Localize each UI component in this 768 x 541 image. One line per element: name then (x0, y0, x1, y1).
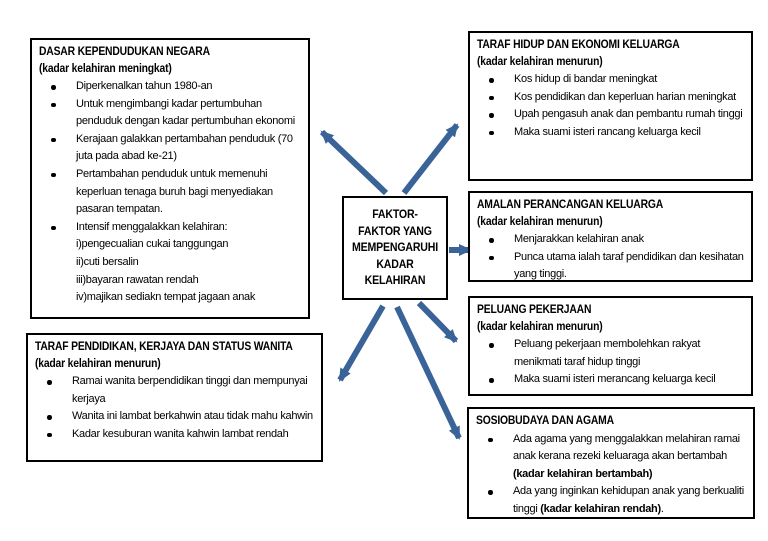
bullet-item: Diperkenalkan tahun 1980-an (51, 78, 302, 96)
box-title: DASAR KEPENDUDUKAN NEGARA (39, 46, 210, 58)
arrow-to-taraf-hidup-box (401, 123, 460, 195)
arrow-to-peluang-box (416, 300, 459, 344)
bullet-item: Ramai wanita berpendidikan tinggi dan me… (47, 373, 315, 408)
box-subtitle: (kadar kelahiran menurun) (477, 215, 603, 228)
box-title: TARAF HIDUP DAN EKONOMI KELUARGA (477, 39, 680, 51)
bullet-text: Punca utama ialah taraf pendidikan dan k… (514, 250, 744, 281)
box-peluang-pekerjaan: PELUANG PEKERJAAN (kadar kelahiran menur… (468, 296, 753, 396)
arrow-to-pendidikan-box (337, 304, 386, 382)
box-dasar-kependudukan-negara: DASAR KEPENDUDUKAN NEGARA (kadar kelahir… (30, 38, 310, 319)
bullet-item: Ada agama yang menggalakkan melahiran ra… (488, 431, 747, 484)
bullet-text: Kos pendidikan dan keperluan harian meni… (514, 90, 736, 103)
box-subtitle: (kadar kelahiran menurun) (35, 357, 161, 370)
bullet-item: Kerajaan galakkan pertambahan penduduk (… (51, 131, 302, 166)
box-subtitle: (kadar kelahiran menurun) (477, 55, 603, 68)
bullet-text: Ramai wanita berpendidikan tinggi dan me… (72, 375, 308, 405)
bullet-text: Pertambahan penduduk untuk memenuhi kepe… (76, 167, 273, 216)
box-amalan-perancangan-keluarga: AMALAN PERANCANGAN KELUARGA (kadar kelah… (468, 191, 753, 282)
box-taraf-pendidikan-kerjaya-status-wanita: TARAF PENDIDIKAN, KERJAYA DAN STATUS WAN… (26, 333, 323, 462)
bullet-text: . (660, 502, 664, 515)
center-topic-line: FAKTOR YANG (358, 225, 432, 238)
bullet-text: Kadar kesuburan wanita kahwin lambat ren… (72, 427, 289, 440)
bullet-sub-line: iv)majikan sediakn tempat jagaan anak (76, 291, 256, 304)
bullet-text: Peluang pekerjaan membolehkan rakyat men… (514, 338, 701, 368)
bullet-item: Intensif menggalakkan kelahiran: i)pengec… (51, 219, 302, 307)
arrow-to-sosio-box (394, 305, 462, 440)
center-topic-line: KADAR (376, 258, 414, 271)
bullet-sub-line: ii)cuti bersalin (76, 255, 139, 268)
bullet-bold-note: (kadar kelahiran rendah) (540, 502, 661, 515)
bullet-list: Ramai wanita berpendidikan tinggi dan me… (35, 373, 317, 443)
bullet-item: Menjarakkan kelahiran anak (489, 231, 745, 249)
bullet-text: Untuk mengimbangi kadar pertumbuhan pend… (76, 97, 295, 128)
arrow-to-dasar-box (319, 129, 389, 196)
bullet-item: Kadar kesuburan wanita kahwin lambat ren… (47, 426, 315, 444)
bullet-text: Upah pengasuh anak dan pembantu rumah ti… (514, 108, 743, 121)
bullet-item: Wanita ini lambat berkahwin atau tidak m… (47, 408, 315, 426)
bullet-item: Peluang pekerjaan membolehkan rakyat men… (489, 336, 745, 371)
center-topic-line: FAKTOR- (372, 209, 418, 221)
bullet-item: Pertambahan penduduk untuk memenuhi kepe… (51, 166, 302, 219)
bullet-text: Wanita ini lambat berkahwin atau tidak m… (72, 410, 313, 423)
box-title: SOSIOBUDAYA DAN AGAMA (476, 415, 614, 427)
bullet-list: Ada agama yang menggalakkan melahiran ra… (476, 431, 749, 519)
center-topic-line: KELAHIRAN (364, 275, 426, 287)
center-topic-line: MEMPENGARUHI (352, 242, 438, 254)
bullet-item: Punca utama ialah taraf pendidikan dan k… (489, 249, 745, 284)
bullet-item: Kos hidup di bandar meningkat (489, 71, 745, 89)
box-sosiobudaya-dan-agama: SOSIOBUDAYA DAN AGAMA Ada agama yang men… (467, 407, 755, 519)
bullet-item: Maka suami isteri merancang keluarga kec… (489, 371, 745, 389)
bullet-item: Untuk mengimbangi kadar pertumbuhan pend… (51, 96, 302, 131)
bullet-list: Peluang pekerjaan membolehkan rakyat men… (477, 336, 747, 389)
box-taraf-hidup-ekonomi-keluarga: TARAF HIDUP DAN EKONOMI KELUARGA (kadar … (468, 31, 753, 181)
bullet-item: Ada yang inginkan kehidupan anak yang be… (488, 483, 747, 518)
bullet-bold-note: (kadar kelahiran bertambah) (513, 467, 653, 480)
box-subtitle: (kadar kelahiran meningkat) (39, 62, 172, 75)
box-title: AMALAN PERANCANGAN KELUARGA (477, 199, 664, 211)
bullet-text: Maka suami isteri merancang keluarga kec… (514, 373, 716, 386)
center-topic-box: FAKTOR- FAKTOR YANG MEMPENGARUHI KADAR K… (342, 196, 448, 300)
bullet-sub-line: iii)bayaran rawatan rendah (76, 273, 199, 286)
bullet-item: Upah pengasuh anak dan pembantu rumah ti… (489, 106, 745, 124)
box-subtitle: (kadar kelahiran menurun) (477, 320, 603, 333)
box-title: TARAF PENDIDIKAN, KERJAYA DAN STATUS WAN… (35, 341, 293, 353)
bullet-text: Menjarakkan kelahiran anak (514, 233, 644, 245)
bullet-text: Kerajaan galakkan pertambahan penduduk (… (76, 132, 293, 163)
bullet-text: Diperkenalkan tahun 1980-an (76, 80, 213, 92)
bullet-text: Ada agama yang menggalakkan melahiran ra… (513, 432, 740, 463)
bullet-text: Ada yang inginkan kehidupan anak yang be… (513, 485, 744, 515)
bullet-item: Kos pendidikan dan keperluan harian meni… (489, 89, 745, 107)
bullet-item: Maka suami isteri rancang keluarga kecil (489, 124, 745, 142)
box-title: PELUANG PEKERJAAN (477, 304, 592, 316)
bullet-text: Maka suami isteri rancang keluarga kecil (514, 125, 701, 138)
bullet-text: Kos hidup di bandar meningkat (514, 73, 657, 85)
bullet-text: Intensif menggalakkan kelahiran: (76, 220, 228, 233)
bullet-sub-line: i)pengecualian cukai tanggungan (76, 238, 229, 251)
